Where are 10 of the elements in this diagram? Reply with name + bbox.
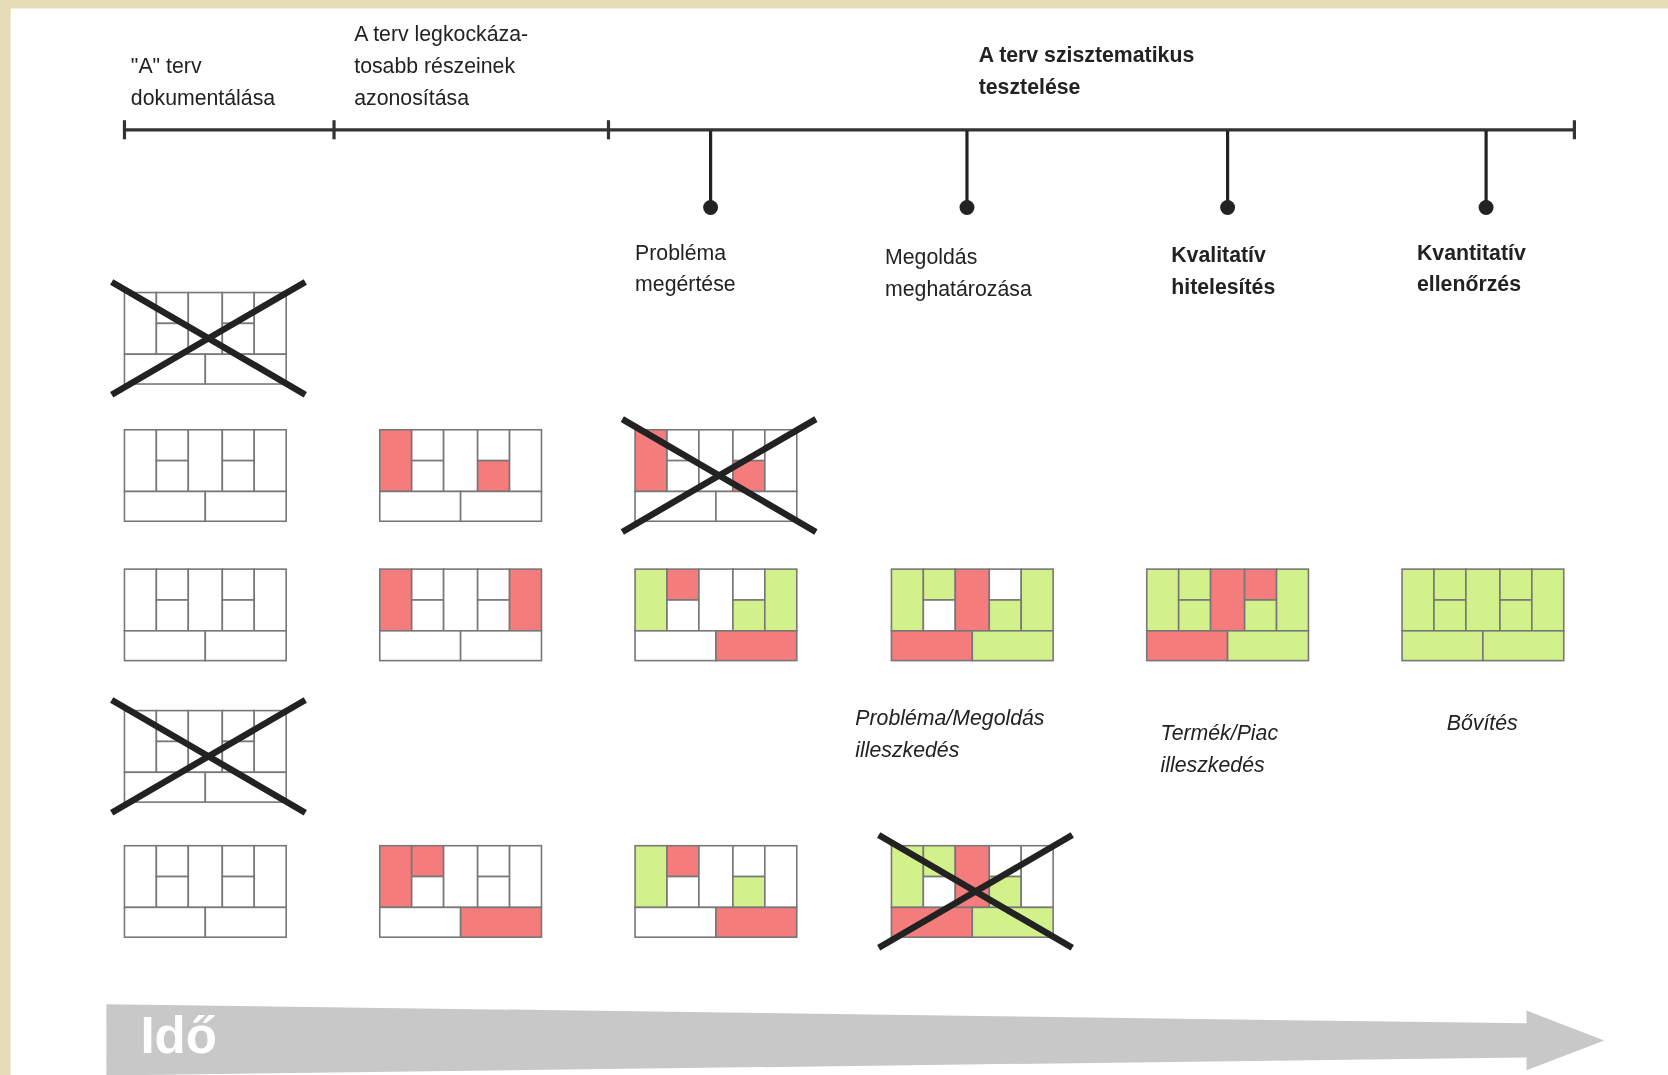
fit-label: Probléma/Megoldás illeszkedés <box>855 705 1046 764</box>
milestone-label: Megoldás meghatározása <box>885 243 1033 303</box>
phase-label: "A" terv dokumentálása <box>130 53 277 112</box>
fit-label: Termék/Piac illeszkedés <box>1160 720 1280 779</box>
milestone-label: Probléma megértése <box>635 239 737 298</box>
phase-label: A terv legkockáza-tosabb részeinek azonosítása <box>354 21 530 112</box>
milestone-label: Kvantitatív ellenőrzés <box>1416 239 1527 298</box>
milestone-label: Kvalitatív hitelesítés <box>1171 241 1277 300</box>
phase-label: A terv szisztematikus tesztelése <box>978 41 1196 100</box>
fit-label: Bővítés <box>1446 709 1518 736</box>
